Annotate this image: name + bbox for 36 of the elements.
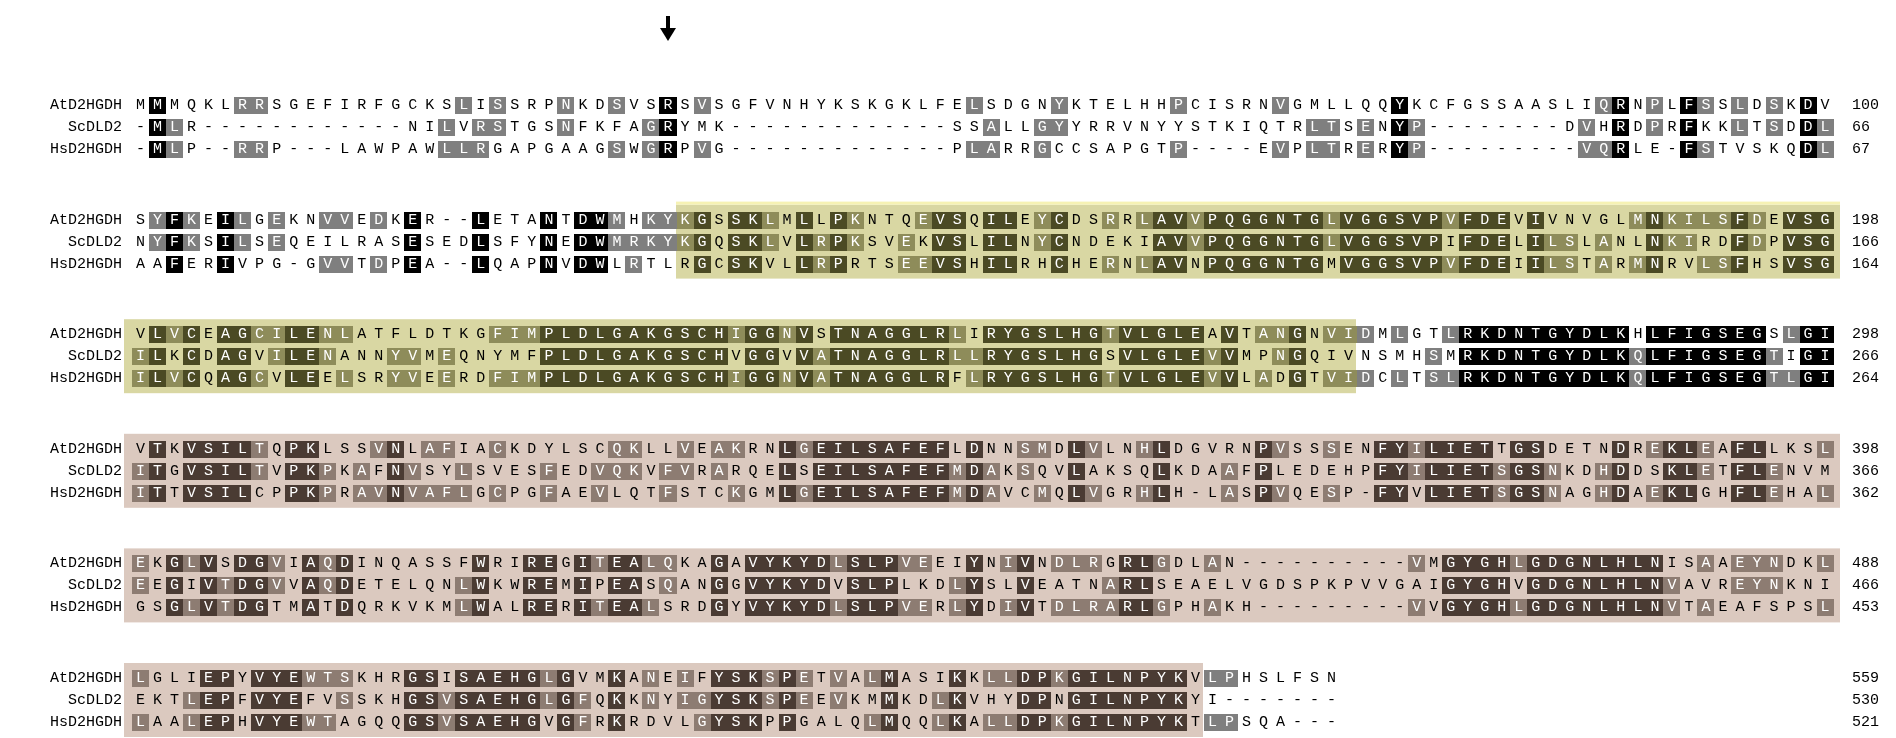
- residue-number: 67: [1852, 140, 1870, 160]
- residue-number: 521: [1852, 713, 1879, 733]
- residue-number: 362: [1852, 483, 1879, 504]
- sequence-name: ScDLD2: [67, 118, 122, 138]
- residue-number: 398: [1852, 439, 1879, 460]
- sequence-name: ScDLD2: [67, 576, 122, 597]
- residue-number: 453: [1852, 598, 1879, 619]
- sequence-name: AtD2HGDH: [49, 439, 122, 460]
- residue-number: 100: [1852, 96, 1879, 116]
- residue-number: 66: [1852, 118, 1870, 138]
- sequence-name: HsD2HGDH: [49, 140, 122, 160]
- sequence-name: HsD2HGDH: [49, 369, 122, 390]
- sequence-name: HsD2HGDH: [49, 713, 122, 733]
- sequence-name: ScDLD2: [67, 691, 122, 711]
- residue-number: 366: [1852, 461, 1879, 482]
- residue-number: 198: [1852, 210, 1879, 231]
- sequence-name: AtD2HGDH: [49, 210, 122, 231]
- residue-number: 298: [1852, 325, 1879, 346]
- residue-number: 266: [1852, 347, 1879, 368]
- sequence-name: AtD2HGDH: [49, 669, 122, 689]
- sequence-name: ScDLD2: [67, 232, 122, 253]
- residue-number: 559: [1852, 669, 1879, 689]
- residue-number: 466: [1852, 576, 1879, 597]
- sequence-name: ScDLD2: [67, 347, 122, 368]
- residue-number: 264: [1852, 369, 1879, 390]
- sequence-name: HsD2HGDH: [49, 254, 122, 275]
- sequence-name: AtD2HGDH: [49, 325, 122, 346]
- sequence-name: AtD2HGDH: [49, 554, 122, 575]
- residue-number: 488: [1852, 554, 1879, 575]
- sequence-name: AtD2HGDH: [49, 96, 122, 116]
- sequence-name: ScDLD2: [67, 461, 122, 482]
- residue-number: 164: [1852, 254, 1879, 275]
- residue-number: 530: [1852, 691, 1879, 711]
- sequence-name: HsD2HGDH: [49, 483, 122, 504]
- residue-number: 166: [1852, 232, 1879, 253]
- sequence-name: HsD2HGDH: [49, 598, 122, 619]
